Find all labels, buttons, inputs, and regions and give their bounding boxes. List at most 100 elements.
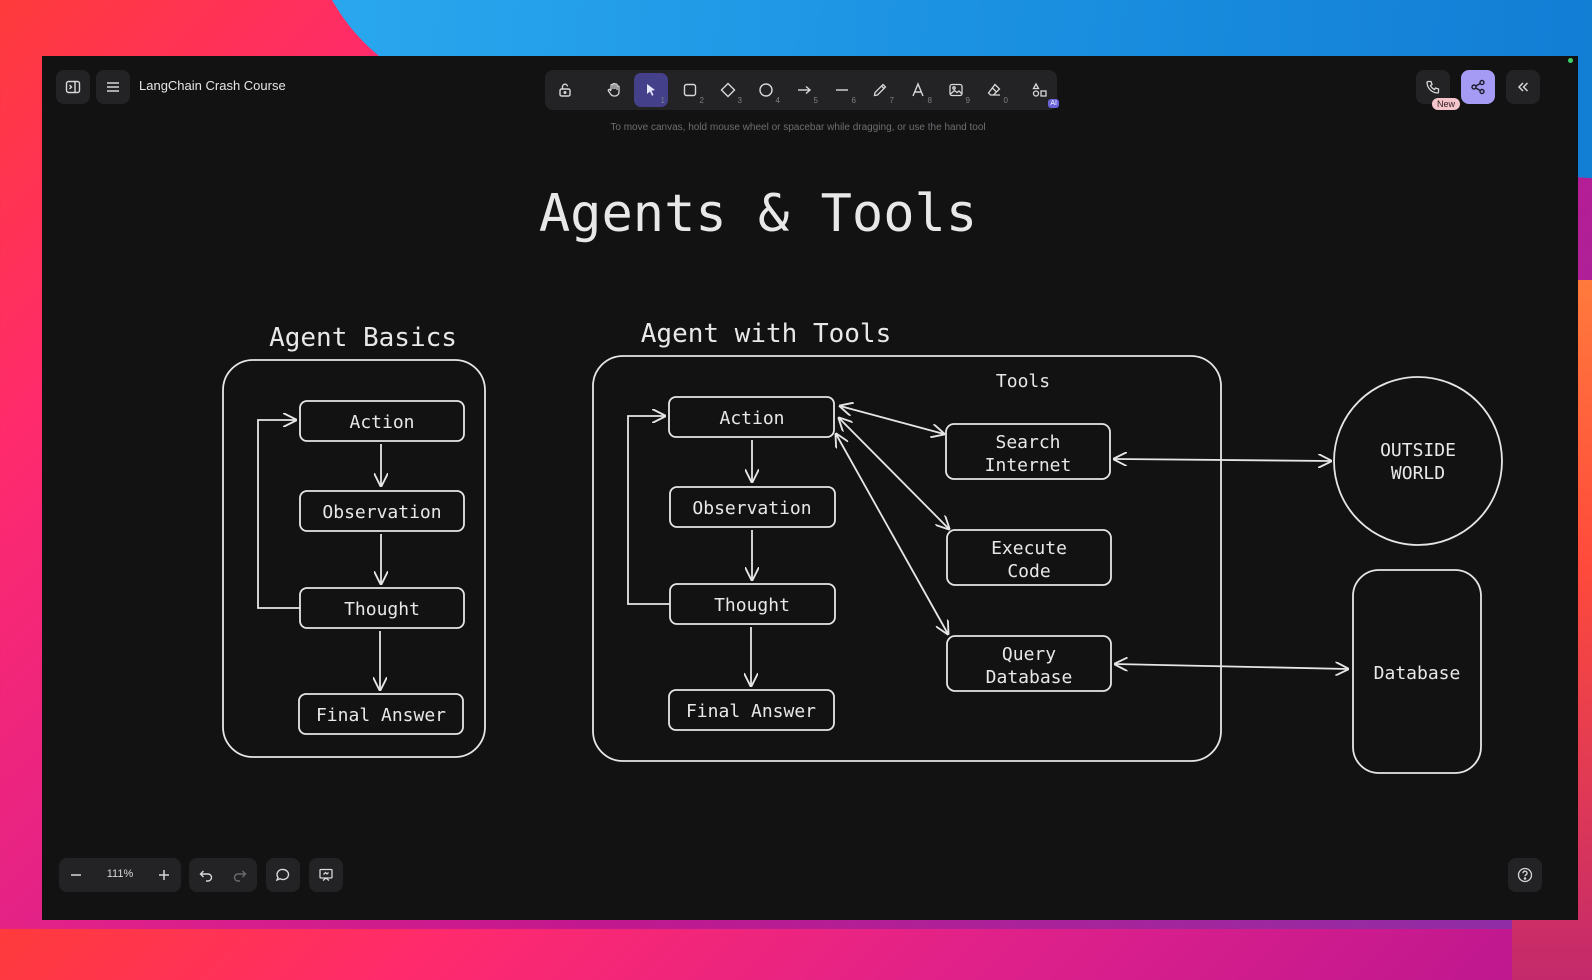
image-icon: [949, 83, 963, 97]
tools-observation-label: Observation: [692, 498, 811, 519]
history-controls: [189, 858, 257, 892]
pointer-icon: [647, 84, 655, 96]
comments-button[interactable]: [266, 858, 300, 892]
hamburger-icon: [107, 82, 119, 92]
execute-label-1: Execute: [991, 538, 1067, 559]
database-shape[interactable]: [1352, 569, 1482, 774]
circle-icon: [759, 83, 773, 97]
eraser-tool[interactable]: 0: [977, 73, 1011, 107]
lock-tool[interactable]: [548, 73, 582, 107]
tools-thought-label: Thought: [714, 595, 790, 616]
diamond-icon: [720, 82, 736, 98]
basics-thought-label: Thought: [344, 599, 420, 620]
basics-observation-box[interactable]: [299, 490, 465, 532]
help-button[interactable]: [1508, 858, 1542, 892]
tools-group-label: Tools: [996, 371, 1050, 392]
eraser-tool-shortcut: 0: [1003, 96, 1008, 105]
pencil-icon: [873, 83, 887, 97]
share-button[interactable]: [1461, 70, 1495, 104]
draw-tool[interactable]: 7: [863, 73, 897, 107]
basics-final-label: Final Answer: [316, 705, 446, 726]
basics-action-box[interactable]: [299, 400, 465, 442]
select-tool-shortcut: 1: [660, 96, 665, 105]
arrow-right-icon: [798, 85, 812, 95]
outside-label-2: WORLD: [1391, 463, 1445, 484]
sidebar-open-icon: [65, 80, 81, 94]
undo-icon: [199, 870, 213, 882]
collapse-panel-button[interactable]: [1506, 70, 1540, 104]
outside-label-1: OUTSIDE: [1380, 440, 1456, 461]
canvas-title: Agents & Tools: [539, 184, 977, 244]
help-icon: [1517, 867, 1533, 883]
outside-world-circle[interactable]: [1333, 376, 1503, 546]
hand-icon: [607, 82, 620, 97]
search-label-2: Internet: [985, 455, 1072, 476]
arrow-action-execute: [839, 418, 949, 529]
document-title[interactable]: LangChain Crash Course: [139, 78, 286, 93]
arrow-tool-shortcut: 5: [813, 96, 818, 105]
canvas-hint: To move canvas, hold mouse wheel or spac…: [610, 122, 986, 133]
agent-basics-frame[interactable]: [222, 359, 486, 758]
basics-observation-label: Observation: [322, 502, 441, 523]
zoom-out-button[interactable]: [59, 858, 93, 892]
ellipse-tool-shortcut: 4: [775, 96, 780, 105]
plus-icon: [159, 870, 169, 880]
presentation-button[interactable]: [309, 858, 343, 892]
agent-tools-frame[interactable]: [592, 355, 1222, 762]
arrow-action-search: [840, 406, 944, 434]
status-dot: [1568, 58, 1573, 63]
tools-final-box[interactable]: [668, 689, 835, 731]
basics-final-box[interactable]: [298, 693, 464, 735]
agent-tools-heading: Agent with Tools: [641, 319, 891, 349]
tools-action-box[interactable]: [668, 396, 835, 438]
line-icon: [836, 89, 848, 91]
line-tool[interactable]: 6: [825, 73, 859, 107]
search-label-1: Search: [995, 432, 1060, 453]
image-tool[interactable]: 9: [939, 73, 973, 107]
shapes-icon: [1032, 82, 1047, 97]
line-tool-shortcut: 6: [851, 96, 856, 105]
query-label-2: Database: [986, 667, 1073, 688]
rectangle-tool-shortcut: 2: [699, 96, 704, 105]
arrow-tool[interactable]: 5: [787, 73, 821, 107]
execute-label-2: Code: [1007, 561, 1050, 582]
text-icon: [912, 82, 924, 97]
new-badge: New: [1432, 98, 1461, 110]
sidebar-toggle-button[interactable]: [56, 70, 90, 104]
ellipse-tool[interactable]: 4: [749, 73, 783, 107]
hand-tool[interactable]: [597, 73, 631, 107]
text-tool[interactable]: 8: [901, 73, 935, 107]
zoom-in-button[interactable]: [147, 858, 181, 892]
undo-button[interactable]: [189, 858, 223, 892]
square-icon: [683, 83, 697, 97]
tools-loop-arrow: [627, 416, 670, 605]
text-tool-shortcut: 8: [927, 96, 932, 105]
tools-action-label: Action: [719, 408, 784, 429]
shape-toolbar: 1 2 3 4 5 6 7 8: [545, 70, 1059, 110]
basics-loop-arrow: [257, 420, 300, 609]
select-tool[interactable]: 1: [634, 73, 668, 107]
redo-button[interactable]: [223, 858, 257, 892]
arrow-query-database: [1115, 664, 1348, 669]
main-menu-button[interactable]: [96, 70, 130, 104]
basics-action-label: Action: [349, 412, 414, 433]
eraser-icon: [987, 83, 1001, 96]
ai-badge: AI: [1048, 99, 1059, 108]
arrow-search-outside: [1114, 459, 1331, 461]
zoom-level[interactable]: 111%: [106, 868, 134, 880]
diamond-tool[interactable]: 3: [711, 73, 745, 107]
diamond-tool-shortcut: 3: [737, 96, 742, 105]
agent-basics-heading: Agent Basics: [269, 323, 457, 353]
minus-icon: [71, 874, 81, 876]
query-database-box[interactable]: [946, 635, 1112, 692]
share-icon: [1471, 79, 1485, 95]
more-shapes-tool[interactable]: AI: [1023, 73, 1059, 108]
phone-icon: [1426, 80, 1440, 94]
comment-icon: [275, 868, 290, 882]
rectangle-tool[interactable]: 2: [673, 73, 707, 107]
drawing-canvas[interactable]: Agents & Tools Agent Basics Action Obser…: [42, 56, 1554, 920]
redo-icon: [233, 870, 247, 882]
arrow-action-query: [836, 434, 948, 634]
database-label: Database: [1374, 663, 1461, 684]
zoom-controls: 111%: [59, 858, 181, 892]
